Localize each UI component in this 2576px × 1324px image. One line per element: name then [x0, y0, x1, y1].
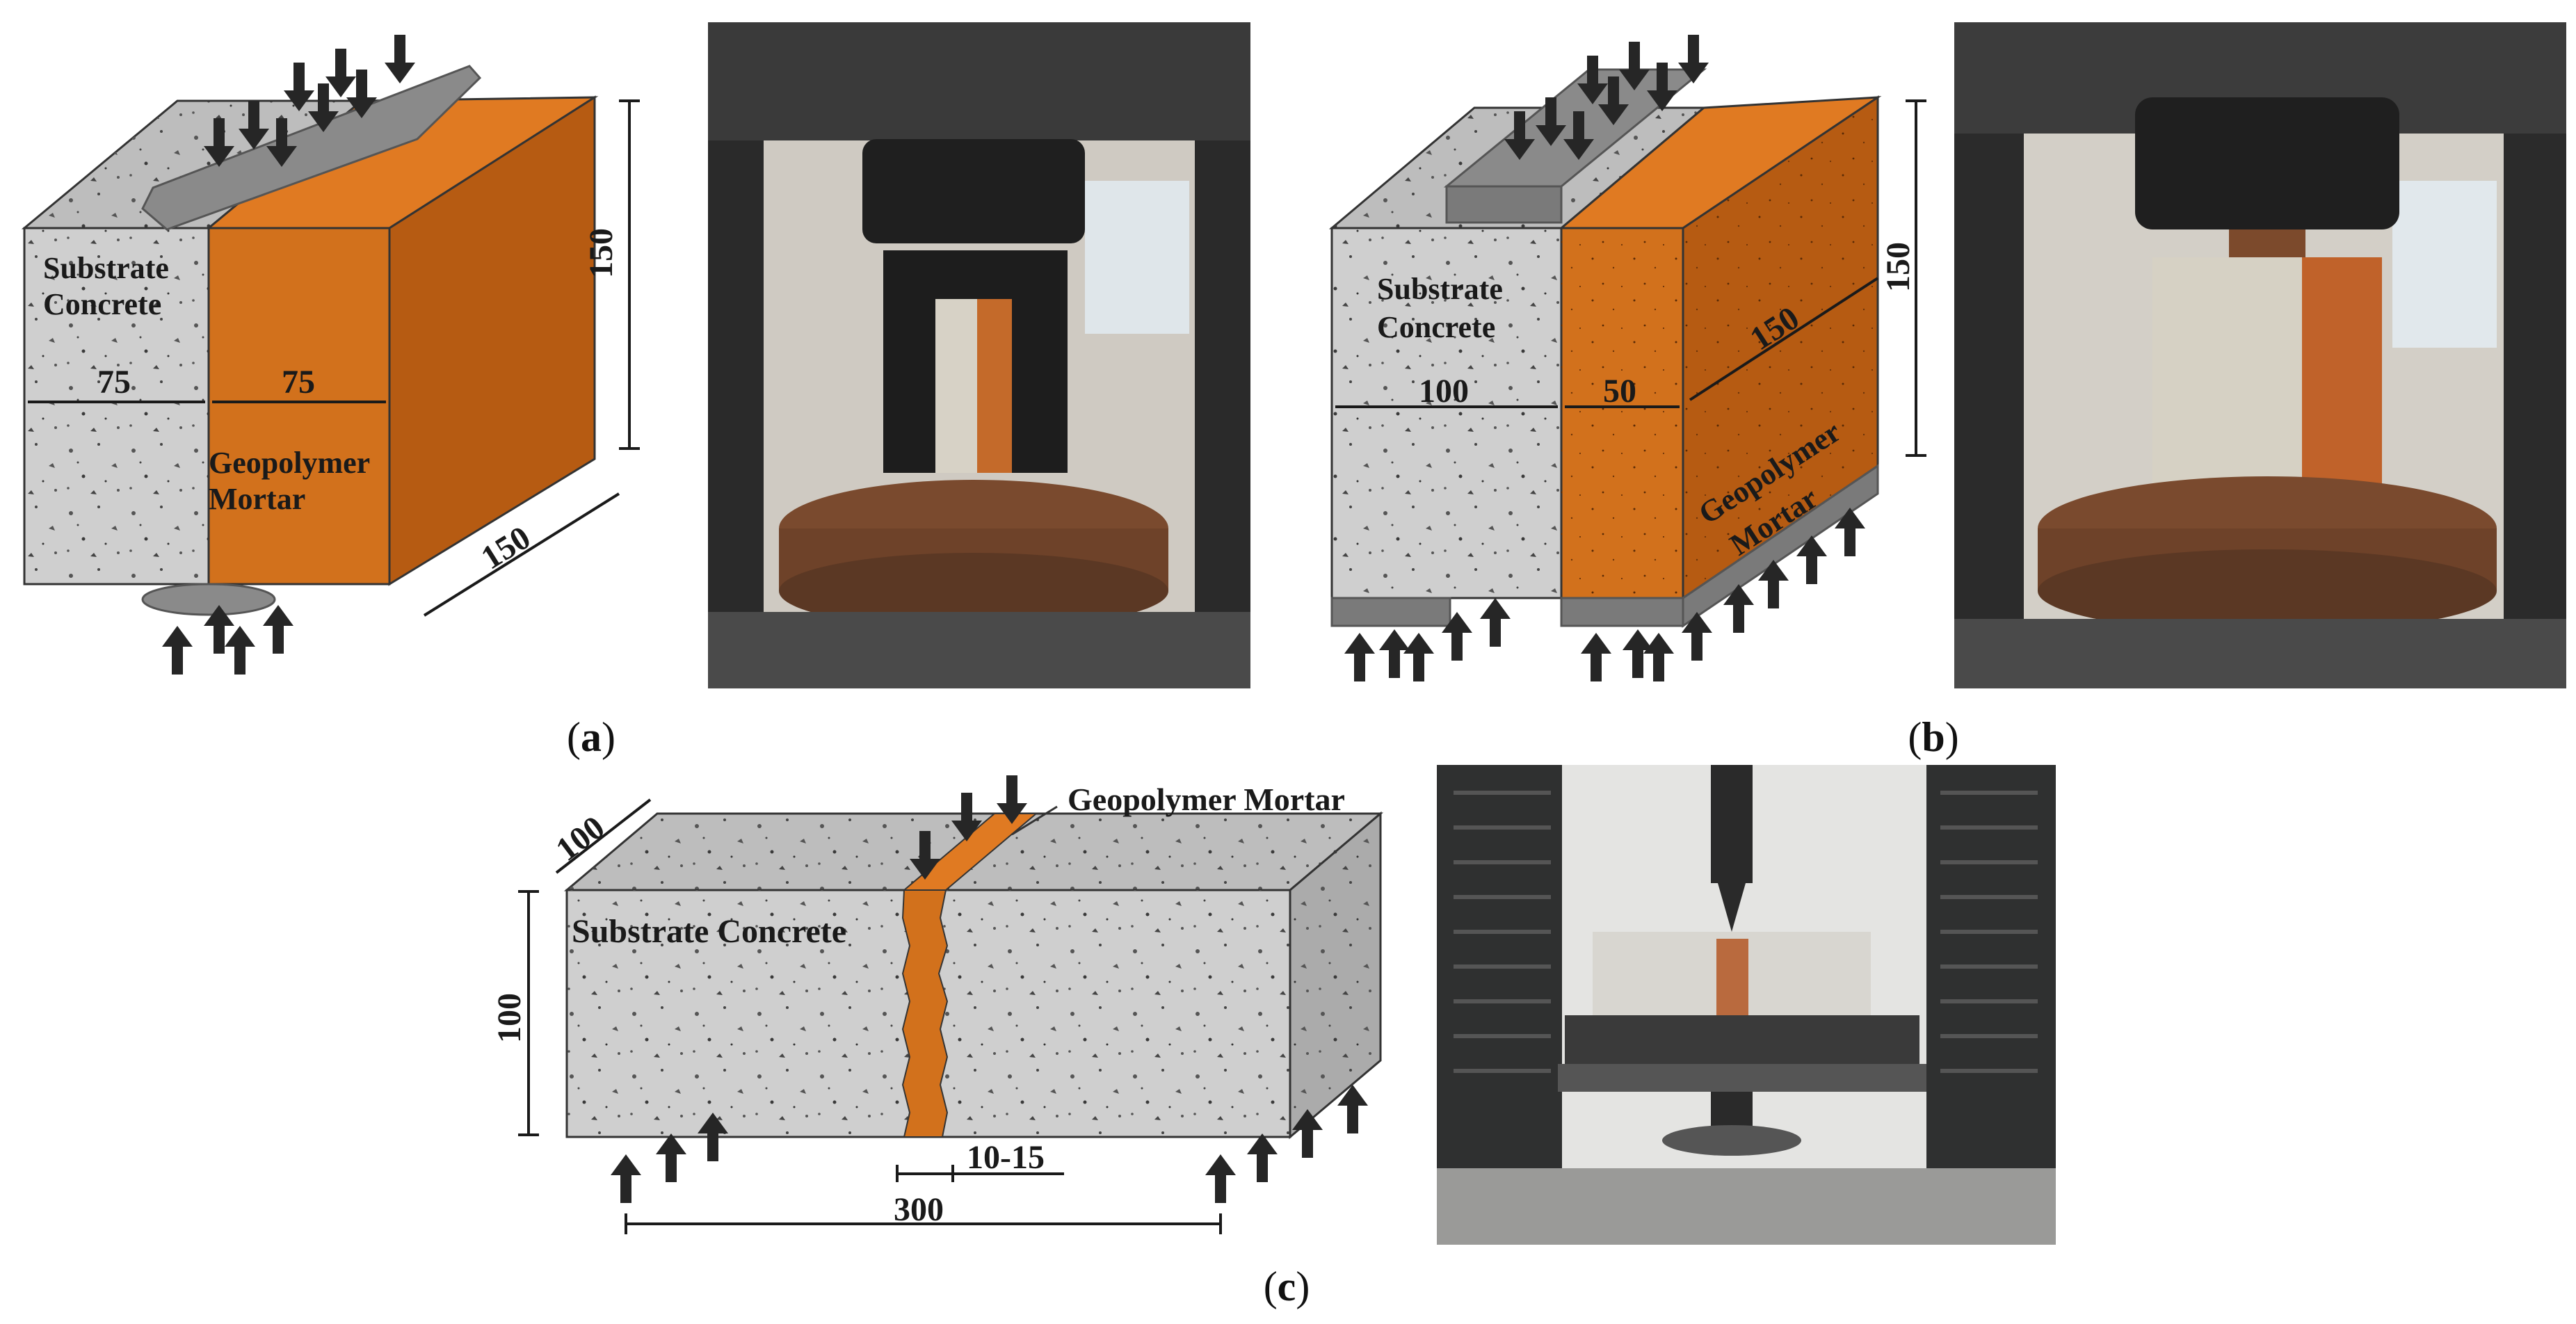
panel-a-substrate-line2: Concrete: [43, 287, 161, 321]
svg-text:Geopolymer: Geopolymer: [209, 446, 370, 480]
panel-a-top-plate: [141, 65, 482, 231]
panel-b-dim-right: 50: [1603, 373, 1636, 410]
panel-c-diagram: Substrate Concrete Geopolymer Mortar 100…: [491, 775, 1384, 1234]
panel-c-dim-height: 100: [491, 993, 528, 1043]
panel-a-mortar-front: [207, 227, 391, 586]
panel-a-mortar-line2: Mortar: [209, 482, 305, 516]
panel-b-diagram: Substrate Concrete 100 50 150 Geopolymer…: [1328, 35, 1926, 681]
panel-a-bottom-plate: [141, 583, 276, 616]
panel-a-dim-left: 75: [97, 364, 131, 401]
panel-c-substrate-label: Substrate Concrete: [572, 913, 846, 950]
panel-a-photo: [708, 22, 1250, 688]
panel-b-dim-height: 150: [1880, 242, 1917, 292]
panel-a-dim-height: 150: [583, 228, 620, 278]
panel-a-mortar-line1: Geopolymer: [209, 446, 370, 480]
panel-a-dim-right: 75: [282, 364, 315, 401]
svg-text:Substrate: Substrate: [1377, 272, 1503, 306]
panel-b-substrate-line2: Concrete: [1377, 310, 1495, 344]
panel-b-bottom-plate-right: [1560, 597, 1684, 627]
svg-text:Concrete: Concrete: [43, 287, 161, 321]
panel-a-support-arrows: [162, 605, 293, 675]
panel-a-diagram: Substrate Concrete Geopolymer Mortar 75 …: [21, 35, 640, 675]
panel-c-caption: (c): [1264, 1264, 1310, 1309]
svg-text:Mortar: Mortar: [209, 482, 305, 516]
panel-c-dim-joint: 10-15: [967, 1139, 1045, 1176]
panel-b-caption: (b): [1908, 714, 1958, 760]
svg-text:Concrete: Concrete: [1377, 310, 1495, 344]
panel-b-dim-left: 100: [1419, 373, 1469, 410]
svg-text:Substrate: Substrate: [43, 251, 169, 285]
panel-a-caption: (a): [567, 714, 615, 760]
panel-c-dim-span: 300: [894, 1191, 944, 1228]
panel-c-mortar-label: Geopolymer Mortar: [1068, 782, 1345, 817]
panel-c-photo: [1437, 765, 2056, 1245]
panel-b-photo: [1954, 22, 2566, 688]
panel-b-bottom-plate-left: [1330, 597, 1451, 627]
panel-c-mortar-joint: [901, 889, 949, 1138]
panel-a-substrate-line1: Substrate: [43, 251, 169, 285]
panel-b-substrate-line1: Substrate: [1377, 272, 1503, 306]
